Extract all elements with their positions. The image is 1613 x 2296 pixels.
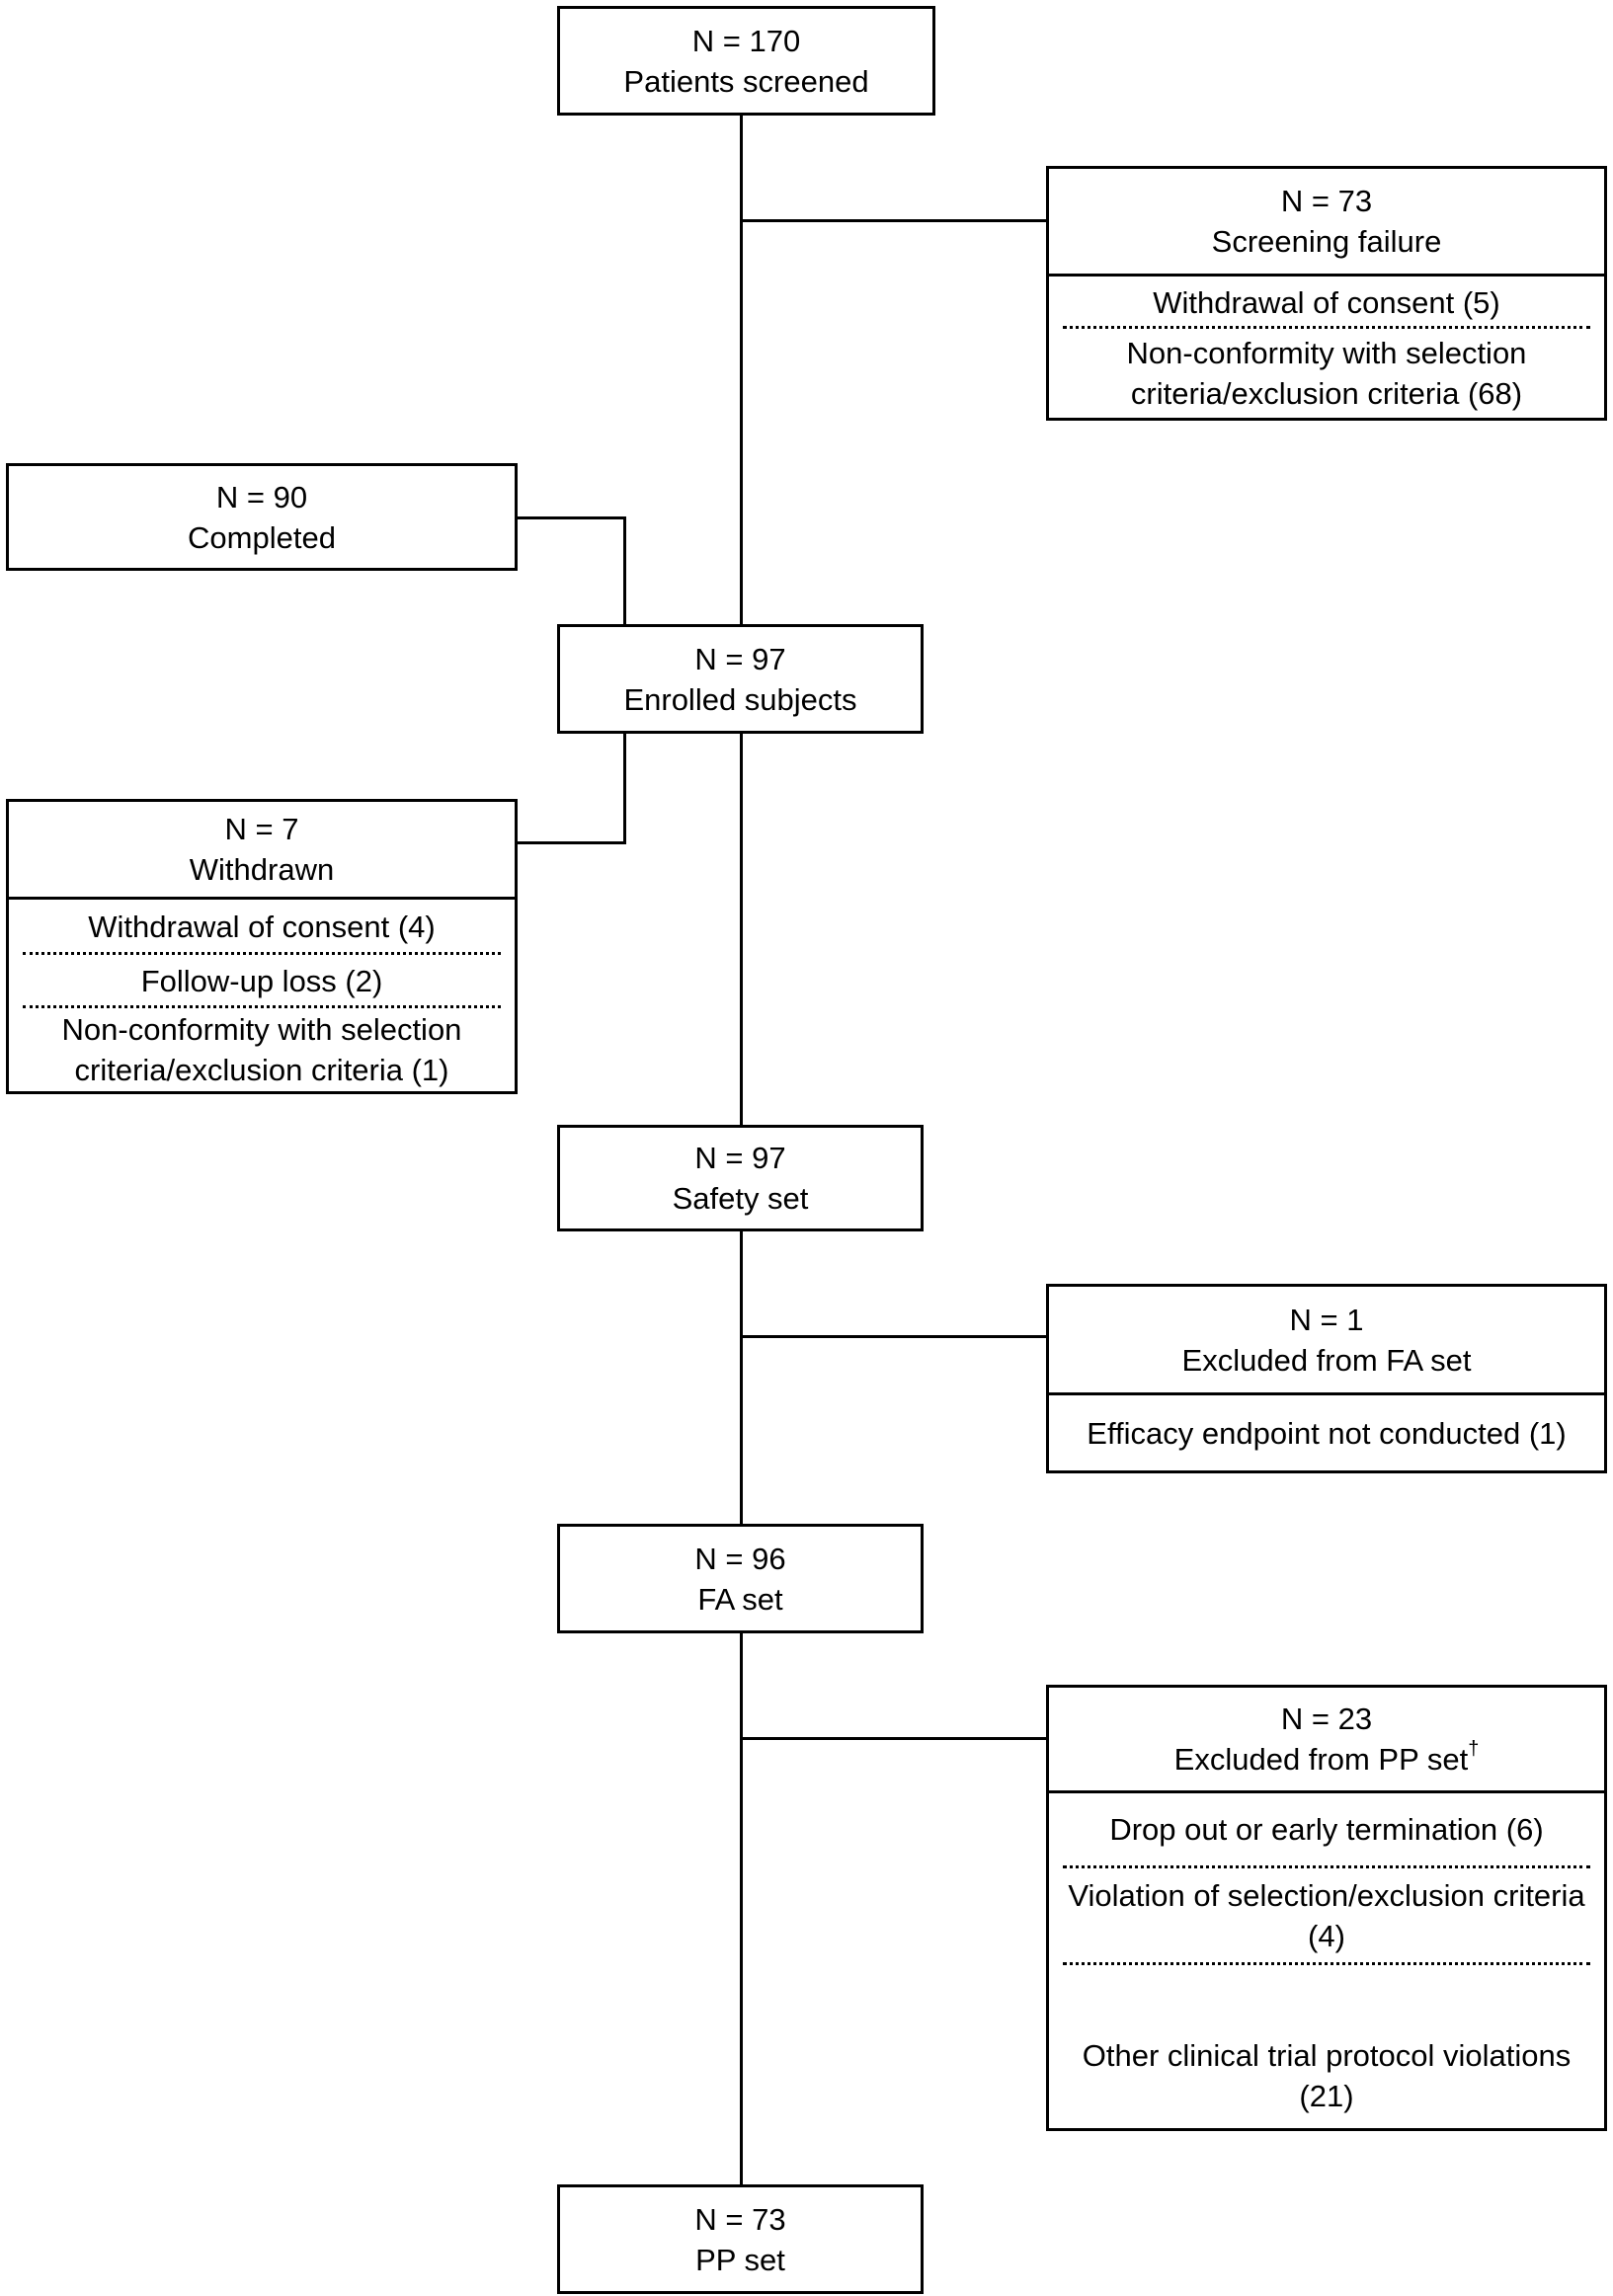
enrolled-label: Enrolled subjects — [623, 681, 857, 717]
excluded-pp-reason: Drop out or early termination (6) — [1109, 1811, 1544, 1847]
completed-count: N = 90 — [215, 479, 308, 515]
connector-to-excluded-pp — [740, 1737, 1049, 1740]
connector-completed-horizontal — [515, 516, 626, 519]
withdrawn-reason: Follow-up loss (2) — [140, 963, 383, 998]
connector-safety-to-fa — [740, 1228, 743, 1525]
dotted-separator — [1063, 326, 1590, 329]
patients-screened-label: Patients screened — [623, 63, 869, 99]
fa-set-count: N = 96 — [694, 1541, 786, 1576]
withdrawn-count: N = 7 — [224, 812, 299, 846]
screening-failure-box: N = 73 Screening failure Withdrawal of c… — [1046, 166, 1607, 421]
withdrawn-reason: Withdrawal of consent (4) — [88, 910, 436, 944]
excluded-pp-box: N = 23 Excluded from PP set† Drop out or… — [1046, 1685, 1607, 2131]
dotted-separator — [1063, 1865, 1590, 1868]
excluded-pp-divider — [1049, 1790, 1604, 1793]
screening-failure-reason: Non-conformity with selection criteria/e… — [1126, 336, 1527, 411]
fa-set-box: N = 96 FA set — [557, 1524, 924, 1633]
safety-set-label: Safety set — [672, 1181, 809, 1216]
dagger-footnote-mark: † — [1468, 1737, 1480, 1760]
completed-box: N = 90 Completed — [6, 463, 518, 571]
connector-enrolled-to-withdrawn-vertical — [623, 734, 626, 844]
dotted-separator — [1063, 1962, 1590, 1965]
excluded-fa-reason: Efficacy endpoint not conducted (1) — [1087, 1415, 1567, 1451]
excluded-fa-divider — [1049, 1392, 1604, 1395]
connector-fa-to-pp — [740, 1630, 743, 2185]
pp-set-count: N = 73 — [694, 2201, 786, 2237]
excluded-pp-label: Excluded from PP set — [1173, 1742, 1469, 1777]
excluded-pp-reason: Other clinical trial protocol violations… — [1082, 2038, 1572, 2113]
connector-screened-to-enrolled — [740, 116, 743, 625]
completed-label: Completed — [188, 519, 336, 555]
patients-screened-box: N = 170 Patients screened — [557, 6, 935, 116]
connector-completed-vertical — [623, 516, 626, 627]
withdrawn-label: Withdrawn — [189, 852, 335, 887]
pp-set-box: N = 73 PP set — [557, 2184, 924, 2294]
connector-enrolled-to-safety — [740, 734, 743, 1126]
excluded-pp-count: N = 23 — [1280, 1702, 1373, 1736]
screening-failure-reason: Withdrawal of consent (5) — [1153, 285, 1500, 320]
patients-screened-count: N = 170 — [691, 23, 801, 58]
safety-set-count: N = 97 — [694, 1141, 786, 1175]
screening-failure-count: N = 73 — [1280, 184, 1373, 218]
screening-failure-divider — [1049, 274, 1604, 277]
screening-failure-label: Screening failure — [1211, 224, 1442, 259]
connector-to-excluded-fa — [740, 1335, 1049, 1338]
excluded-pp-reason: Violation of selection/exclusion criteri… — [1068, 1877, 1585, 1953]
safety-set-box: N = 97 Safety set — [557, 1125, 924, 1231]
withdrawn-divider — [9, 897, 515, 900]
excluded-pp-label-line: Excluded from PP set† — [1174, 1739, 1480, 1780]
withdrawn-reason: Non-conformity with selection criteria/e… — [61, 1012, 462, 1087]
excluded-fa-count: N = 1 — [1289, 1302, 1364, 1337]
connector-to-screening-failure — [740, 219, 1049, 222]
dotted-separator — [23, 952, 501, 955]
pp-set-label: PP set — [695, 2242, 785, 2277]
withdrawn-box: N = 7 Withdrawn Withdrawal of consent (4… — [6, 799, 518, 1094]
excluded-fa-label: Excluded from FA set — [1181, 1342, 1472, 1378]
dotted-separator — [23, 1005, 501, 1008]
connector-enrolled-to-withdrawn-horizontal — [515, 841, 626, 844]
fa-set-label: FA set — [697, 1581, 783, 1617]
enrolled-subjects-box: N = 97 Enrolled subjects — [557, 624, 924, 734]
excluded-fa-box: N = 1 Excluded from FA set Efficacy endp… — [1046, 1284, 1607, 1473]
enrolled-count: N = 97 — [694, 641, 786, 676]
